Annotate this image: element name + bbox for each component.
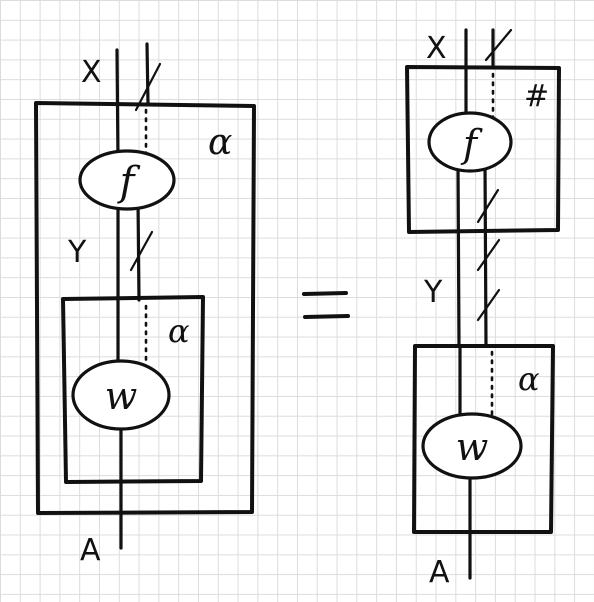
left-wire-cross-mark-middle	[129, 230, 154, 272]
right-node-f	[427, 111, 513, 173]
left-label-x: X	[81, 55, 102, 90]
right-wire-crossed-middle	[483, 160, 488, 348]
left-inner-box-label: α	[168, 312, 190, 350]
left-wire-crossed-middle	[136, 198, 141, 302]
right-top-box	[405, 65, 561, 234]
right-label-a: A	[429, 555, 450, 590]
right-wire-y	[456, 160, 461, 348]
right-node-w-label: w	[456, 425, 489, 469]
left-wire-crossed-top	[145, 42, 150, 106]
right-cross-mark-2	[476, 238, 501, 272]
right-cross-mark-3	[476, 288, 501, 322]
right-bottom-box-label: α	[518, 360, 540, 398]
right-wire-cross-mark	[484, 28, 513, 62]
equals-text: =	[0, 0, 1, 1]
left-node-w	[71, 359, 171, 431]
left-outer-box-label: α	[208, 122, 232, 163]
left-label-a: A	[80, 533, 101, 568]
right-bottom-box	[412, 344, 555, 534]
left-node-f	[78, 149, 176, 211]
left-node-w-label: w	[105, 374, 138, 418]
right-top-box-label: #	[524, 79, 549, 114]
left-wire-x	[115, 48, 120, 164]
right-label-x: X	[426, 31, 447, 66]
left-label-y: Y	[67, 235, 87, 270]
equals-sign: =	[0, 0, 350, 319]
right-diagram: f w X Y A # α	[405, 28, 561, 590]
left-wire-cross-mark	[134, 62, 162, 112]
left-diagram: f w X Y A α α	[34, 42, 256, 568]
right-label-y: Y	[423, 275, 443, 310]
left-outer-box	[34, 101, 256, 515]
right-node-w	[421, 412, 523, 480]
right-cross-mark-1	[476, 188, 500, 224]
left-inner-box	[61, 295, 205, 484]
